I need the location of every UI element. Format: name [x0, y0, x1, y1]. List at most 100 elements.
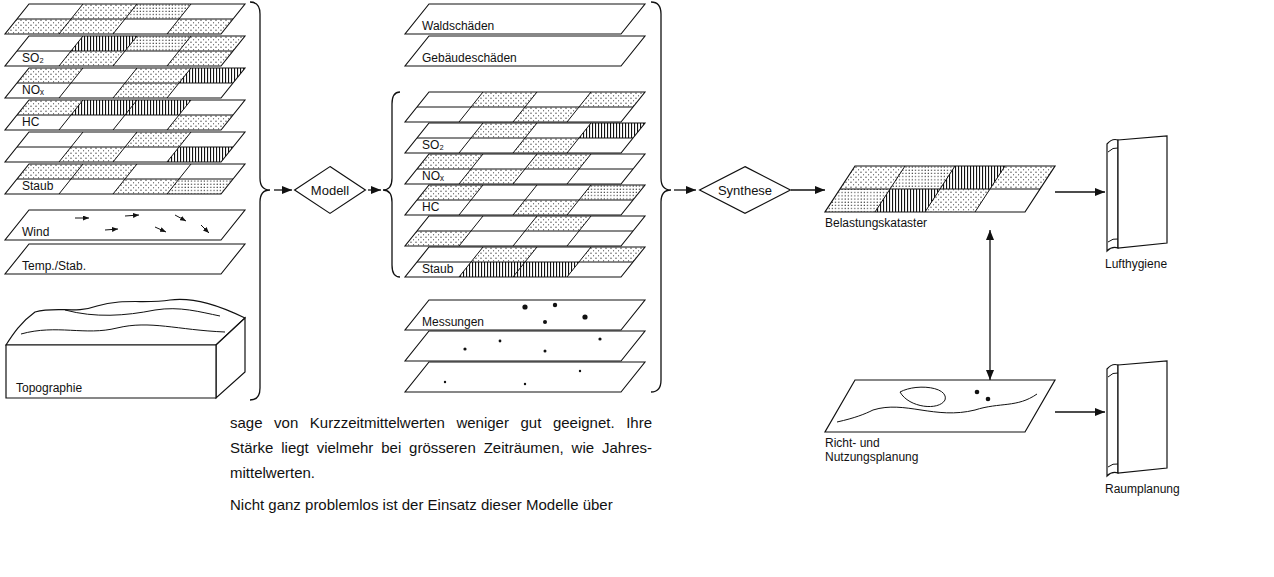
node-label: Modell: [311, 183, 349, 198]
node-label: Synthese: [718, 183, 772, 198]
connector-arrow: [989, 230, 990, 380]
river-line: [837, 394, 1037, 422]
node-label: SO₂: [420, 139, 446, 152]
spine-band: [1108, 373, 1118, 467]
measurement-layer: [405, 331, 645, 361]
layer-grid: [417, 247, 633, 277]
layer-ground: [5, 36, 245, 66]
layer-grid: [417, 216, 633, 246]
pollutant-layer: NOₓ: [5, 68, 245, 98]
layer-ground: [5, 4, 245, 34]
temperature-layer: Temp./Stab.: [5, 244, 245, 274]
flow-arrow: [674, 189, 696, 190]
layer-grid: [840, 166, 1040, 212]
diamond-outline: [700, 167, 791, 214]
layer-outline: [5, 244, 245, 274]
layer-outline: [405, 185, 645, 215]
node-label: Temp./Stab.: [20, 260, 88, 273]
layer-ground: [5, 164, 245, 194]
layer-grid: [417, 123, 633, 153]
layer-outline: [5, 164, 245, 194]
group-brace: [250, 2, 270, 400]
node-label: NOₓ: [420, 170, 446, 183]
layer-ground: [405, 300, 645, 330]
pattern-cell: [990, 166, 1055, 189]
report-book: Raumplanung: [1105, 360, 1169, 496]
terrain-surface: [6, 299, 245, 345]
map-outline: [825, 380, 1055, 432]
node-label: NOₓ: [20, 84, 46, 97]
measure-point: [499, 340, 502, 343]
pollutant-layer: SO₂: [5, 36, 245, 66]
terrain-ridge: [65, 309, 220, 316]
terrain-side: [216, 318, 245, 398]
layer-ground: [405, 123, 645, 153]
book-cover: [1118, 361, 1167, 473]
book-cover: [1118, 136, 1167, 248]
node-label: Raumplanung: [1105, 482, 1169, 496]
pollutant-layer: HC: [405, 185, 645, 215]
group-brace: [383, 92, 400, 277]
spine-band: [1108, 148, 1118, 242]
measure-point: [598, 337, 601, 340]
diamond-outline: [295, 167, 366, 214]
layer-ground: [825, 166, 1055, 212]
plan-map: Richt- und Nutzungsplanung: [825, 380, 1055, 464]
layer-outline: [405, 247, 645, 277]
layer-ground: [405, 247, 645, 277]
damage-layer: Waldschäden: [405, 4, 645, 34]
layer-outline: [405, 154, 645, 184]
measure-point: [582, 314, 587, 319]
book-shape: [1105, 135, 1169, 253]
layer-outline: [405, 36, 645, 66]
measure-point: [543, 320, 547, 324]
pollutant-layer: Staub: [5, 164, 245, 194]
layer-outline: [405, 216, 645, 246]
book-spine: [1107, 365, 1118, 477]
node-label: Staub: [20, 180, 55, 193]
node-label: Waldschäden: [420, 20, 496, 33]
node-label: Belastungskataster: [825, 216, 1055, 230]
layer-ground: [405, 92, 645, 122]
node-label: Staub: [420, 263, 455, 276]
layer-ground: [405, 4, 645, 34]
pattern-cell: [925, 189, 990, 212]
damage-layer: Gebäudeschäden: [405, 36, 645, 66]
flow-arrow: [368, 189, 381, 190]
layer-ground: [405, 185, 645, 215]
wind-arrow: [155, 227, 166, 232]
layer-grid: [417, 92, 633, 122]
layer-grid: [17, 4, 233, 34]
group-brace: [651, 2, 671, 392]
layer-outline: [825, 166, 1055, 212]
measure-point: [553, 303, 557, 307]
node-label: HC: [20, 116, 41, 129]
node-label: HC: [420, 201, 441, 214]
pollutant-layer: HC: [5, 100, 245, 130]
pollutant-layer: SO₂: [405, 123, 645, 153]
measure-point: [544, 350, 547, 353]
pollutant-layer: NOₓ: [405, 154, 645, 184]
layer-ground: [405, 216, 645, 246]
pollutant-layer: [405, 216, 645, 246]
layer-outline: [405, 4, 645, 34]
layer-outline: [5, 210, 245, 240]
layer-ground: [405, 154, 645, 184]
layer-outline: [405, 362, 645, 392]
wind-arrow: [175, 215, 186, 221]
measure-point: [463, 347, 466, 350]
measure-point: [524, 383, 526, 385]
report-book: Lufthygiene: [1105, 135, 1169, 271]
pollutant-layer: [405, 92, 645, 122]
body-text: Nicht ganz problemlos ist der Einsatz di…: [230, 492, 652, 517]
layer-grid: [17, 68, 233, 98]
layer-ground: [405, 36, 645, 66]
site-dot: [986, 397, 991, 402]
measure-point: [522, 304, 527, 309]
layer-outline: [405, 300, 645, 330]
process-diamond: Modell: [294, 166, 366, 214]
node-label: Lufthygiene: [1105, 257, 1169, 271]
layer-grid: [417, 154, 633, 184]
measurement-layer: [405, 362, 645, 392]
zone-outline: [900, 387, 945, 406]
